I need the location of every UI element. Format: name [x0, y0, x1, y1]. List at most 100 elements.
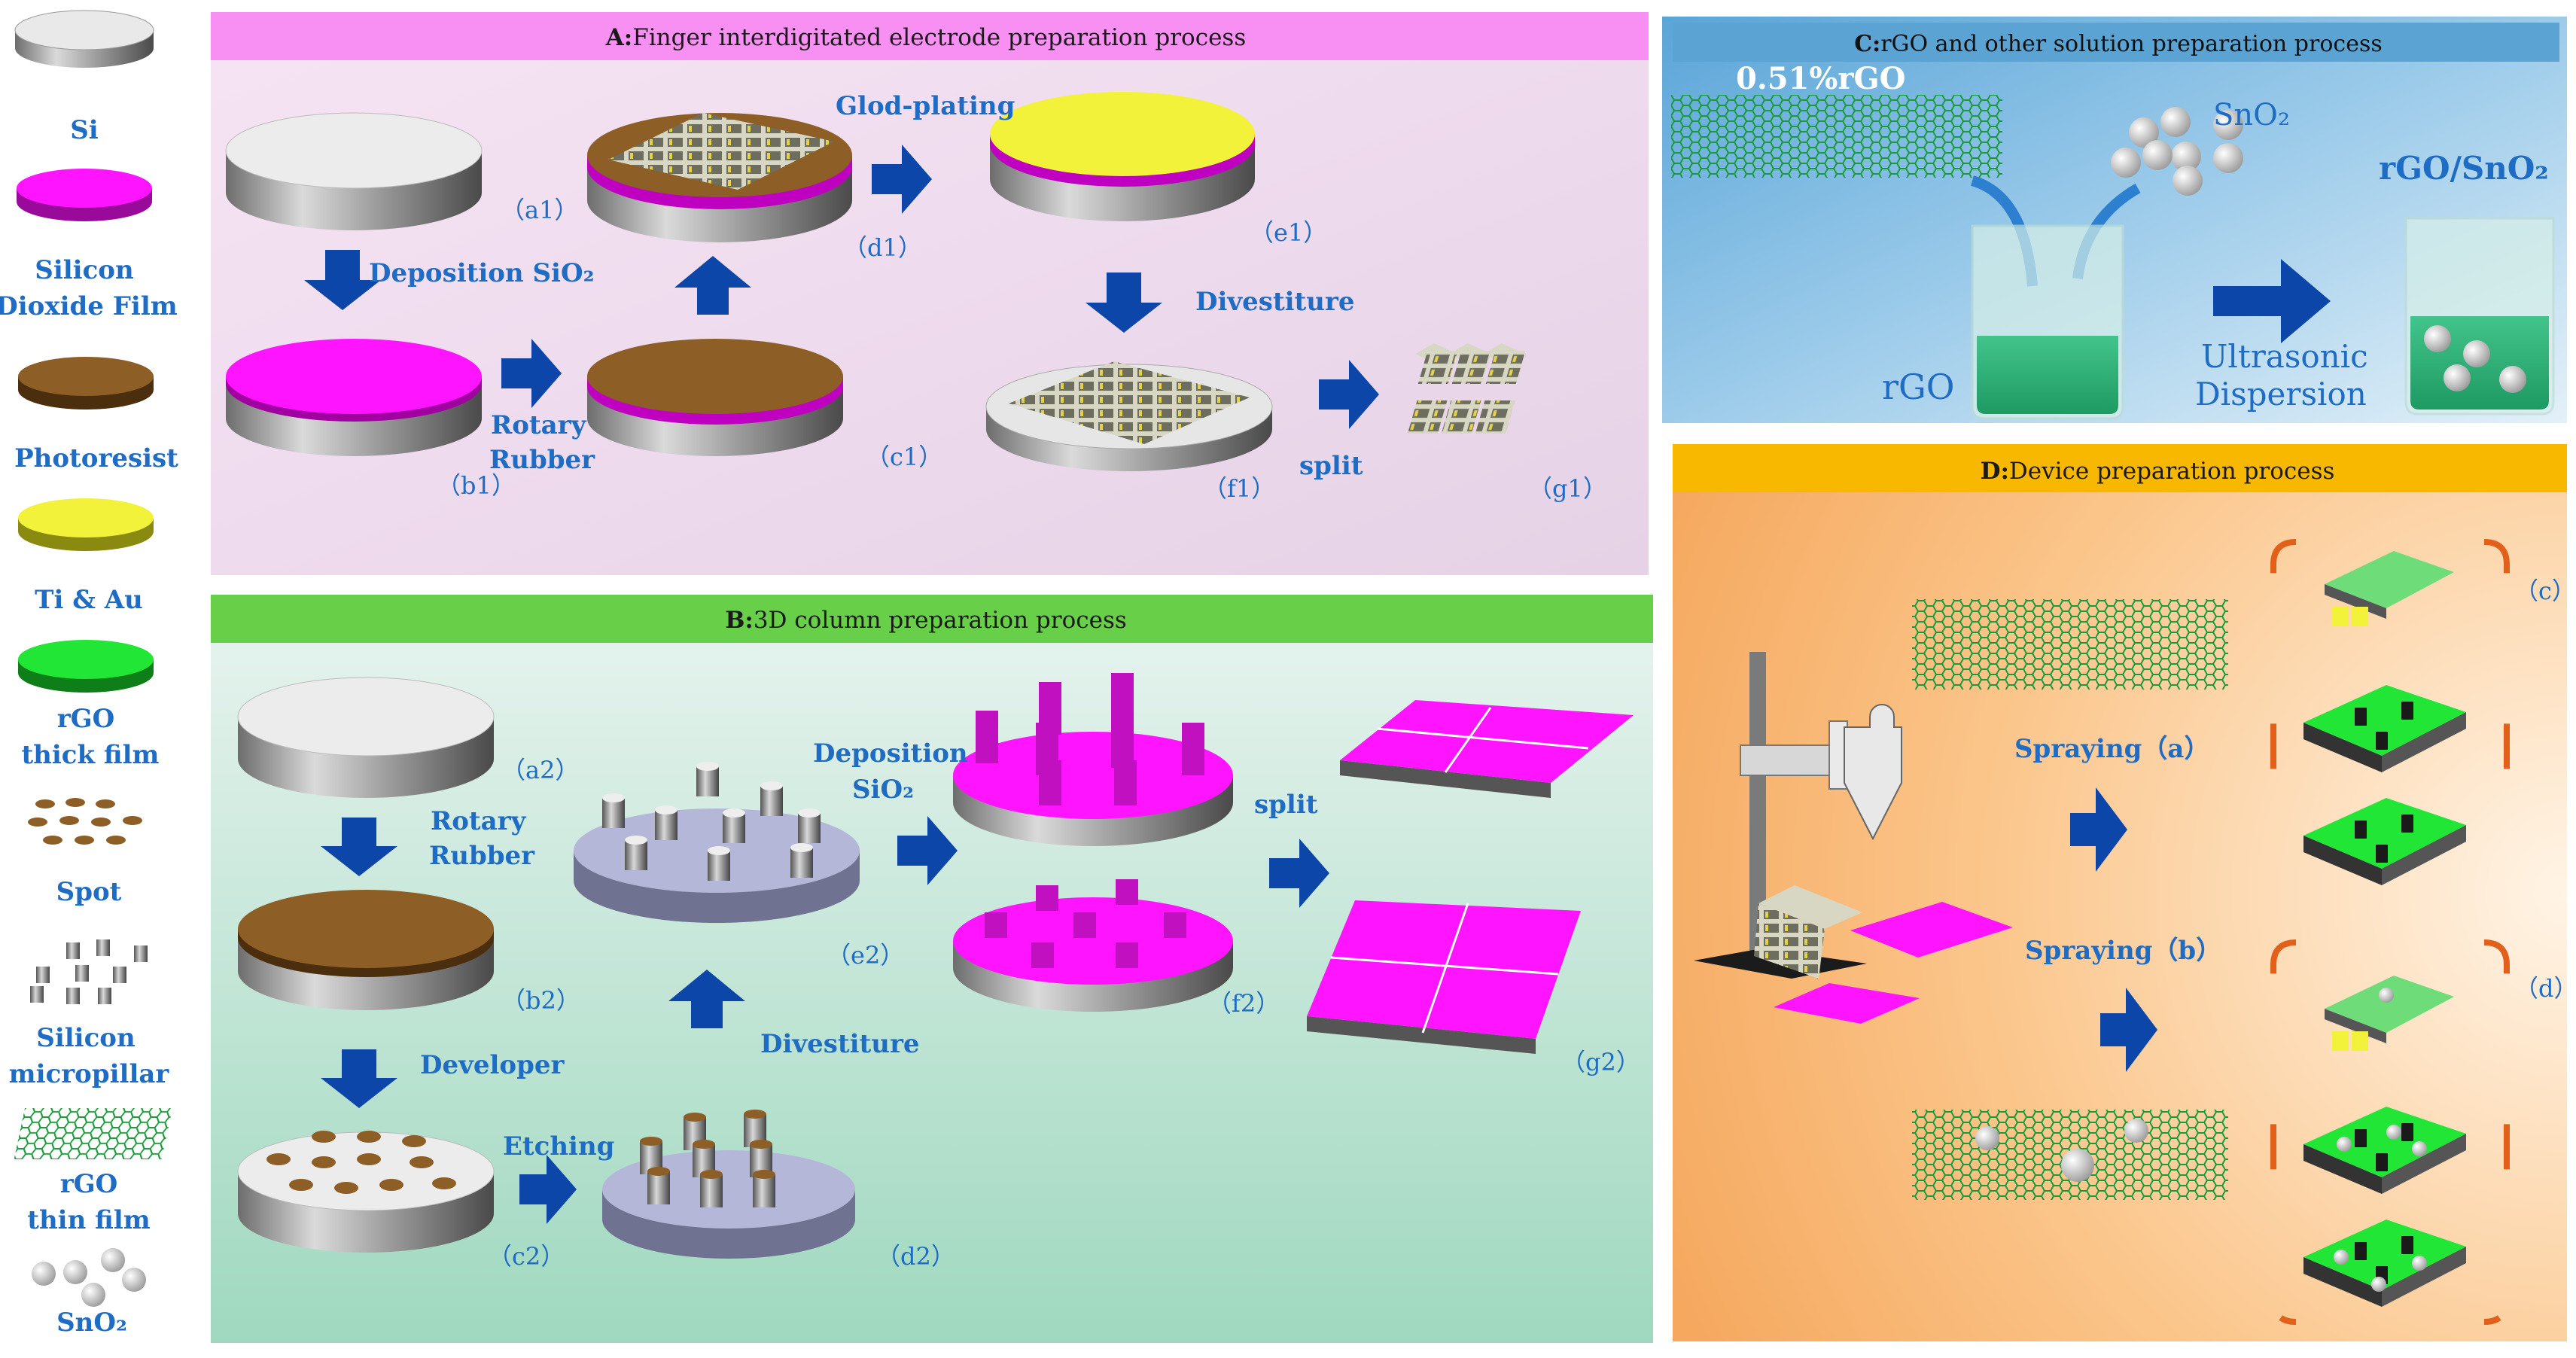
spraying-a-label: Spraying（a） — [2014, 734, 2209, 764]
device-c-2 — [2303, 685, 2466, 772]
step-split-b: split — [1254, 790, 1318, 820]
label-d1: （d1） — [843, 233, 922, 262]
wafer-a1 — [225, 112, 483, 230]
device-d-3 — [2303, 1219, 2466, 1307]
label-c1: （c1） — [866, 443, 942, 471]
arrow-down-b2-c2-icon — [321, 1049, 397, 1108]
legend-rgo-thin-label-2: thin film — [27, 1205, 151, 1235]
legend-spot-icon — [28, 798, 142, 845]
legend-si-label: Si — [70, 115, 99, 145]
wafer-e2 — [574, 762, 860, 923]
legend-rgo-thick-disc — [18, 640, 154, 693]
arrow-spraying-b-icon — [2100, 988, 2157, 1072]
tiles-g2 — [1307, 900, 1581, 1054]
label-e2: （e2） — [827, 941, 904, 970]
wafer-f2-top — [953, 673, 1233, 846]
rgo-sheet-icon — [1671, 95, 2002, 178]
device-d-1 — [2325, 976, 2454, 1051]
wafer-f1 — [985, 361, 1273, 471]
step-rubber-b: Rubber — [429, 841, 535, 871]
wafer-b1 — [226, 339, 482, 456]
sno2-label: SnO₂ — [2213, 98, 2290, 132]
ultrasonic-label-2: Dispersion — [2195, 376, 2367, 413]
step-rubber: Rubber — [489, 445, 595, 475]
panel-a-title: A:Finger interdigitated electrode prepar… — [605, 24, 1247, 51]
arrow-ultrasonic-icon — [2213, 259, 2331, 343]
wafer-d1 — [587, 113, 852, 242]
legend-rgo-thin-icon — [14, 1108, 173, 1159]
panel-a: A:Finger interdigitated electrode prepar… — [211, 12, 1649, 575]
legend-sio2-label-1: Silicon — [35, 255, 133, 285]
wafer-b2 — [238, 890, 494, 1010]
legend-sio2-disc — [17, 169, 152, 221]
wafer-e1 — [990, 92, 1255, 221]
step-divestiture: Divestiture — [1195, 287, 1355, 317]
arrow-up-d2-e2-icon — [668, 970, 745, 1028]
label-c2: （c2） — [488, 1242, 565, 1271]
panel-d-header — [1673, 444, 2567, 492]
label-g1: （g1） — [1528, 474, 1607, 503]
legend-rgo-thick-label-1: rGO — [57, 704, 115, 734]
legend-sno2-icon — [32, 1248, 146, 1307]
arrow-right-b1-c1-icon — [501, 339, 562, 408]
panel-c-title: C:rGO and other solution preparation pro… — [1854, 31, 2383, 57]
panel-a-header — [211, 12, 1649, 60]
device-c-3 — [2303, 798, 2466, 885]
arrow-down-e1-f1-icon — [1086, 273, 1162, 333]
legend-spot-label: Spot — [56, 877, 122, 907]
label-d2: （d2） — [876, 1242, 955, 1271]
wafer-c2 — [237, 1131, 495, 1253]
device-c-1 — [2325, 551, 2454, 626]
spraying-b-label: Spraying（b） — [2025, 936, 2221, 966]
arrow-right-f2-g2-icon — [1269, 839, 1329, 908]
label-f1: （f1） — [1203, 474, 1275, 503]
label-g2: （g2） — [1561, 1048, 1640, 1076]
arrow-right-e2-f2-icon — [897, 816, 958, 885]
legend-micropillar-label-1: Silicon — [36, 1023, 135, 1053]
arrow-right-d1-e1-icon — [872, 145, 932, 214]
legend-micropillar-icon — [30, 939, 148, 1004]
chips-g1 — [1407, 343, 1526, 434]
wafer-f2 — [953, 879, 1233, 1012]
legend-photoresist-disc — [18, 357, 154, 410]
step-gold-plating: Glod-plating — [836, 91, 1015, 121]
rgo-sheet-d-top-icon — [1912, 599, 2228, 690]
label-b1: （b1） — [437, 471, 516, 500]
spray-apparatus-icon — [1694, 652, 2013, 1024]
sno2-particles-icon — [2111, 107, 2243, 196]
panel-c-header — [1673, 23, 2559, 62]
label-a2: （a2） — [501, 756, 579, 784]
legend-rgo-thick-label-2: thick film — [21, 740, 159, 770]
step-developer: Developer — [420, 1050, 565, 1080]
label-f2: （f2） — [1207, 989, 1280, 1018]
arrow-right-f1-g1-icon — [1319, 360, 1379, 429]
arrow-spraying-a-icon — [2070, 787, 2127, 872]
step-split: split — [1299, 451, 1363, 481]
rgo-sno2-label: rGO/SnO₂ — [2379, 150, 2549, 187]
rgo-concentration-label: 0.51%rGO — [1736, 61, 1906, 96]
arrow-right-c2-d2-icon — [519, 1155, 577, 1224]
legend: Si Silicon Dioxide Film Photoresist Ti &… — [0, 10, 178, 1338]
panel-d-title: D:Device preparation process — [1981, 458, 2335, 485]
arrow-down-a2-b2-icon — [321, 818, 397, 876]
step-rotary: Rotary — [491, 410, 587, 440]
step-etching: Etching — [503, 1131, 614, 1162]
label-a1: （a1） — [501, 196, 578, 224]
label-c-device: （c） — [2514, 577, 2576, 605]
wafer-d2 — [602, 1110, 855, 1259]
sno2-on-sheet-icon — [1975, 1119, 2148, 1182]
label-e1: （e1） — [1250, 218, 1327, 247]
label-b2: （b2） — [501, 986, 580, 1015]
ultrasonic-label-1: Ultrasonic — [2201, 338, 2368, 375]
arrow-down-a1-b1-icon — [304, 250, 381, 310]
legend-si-disc — [14, 10, 154, 68]
step-deposition-b-2: SiO₂ — [852, 775, 914, 805]
bracket-d — [2270, 939, 2510, 1325]
tiles-g2-top — [1340, 700, 1634, 798]
step-deposition-sio2: Deposition SiO₂ — [369, 258, 594, 288]
step-deposition-b-1: Deposition — [813, 738, 968, 769]
beaker-rgo-sno2-icon — [2404, 217, 2555, 416]
panel-b-title: B:3D column preparation process — [725, 607, 1127, 634]
legend-sno2-label: SnO₂ — [56, 1308, 127, 1338]
